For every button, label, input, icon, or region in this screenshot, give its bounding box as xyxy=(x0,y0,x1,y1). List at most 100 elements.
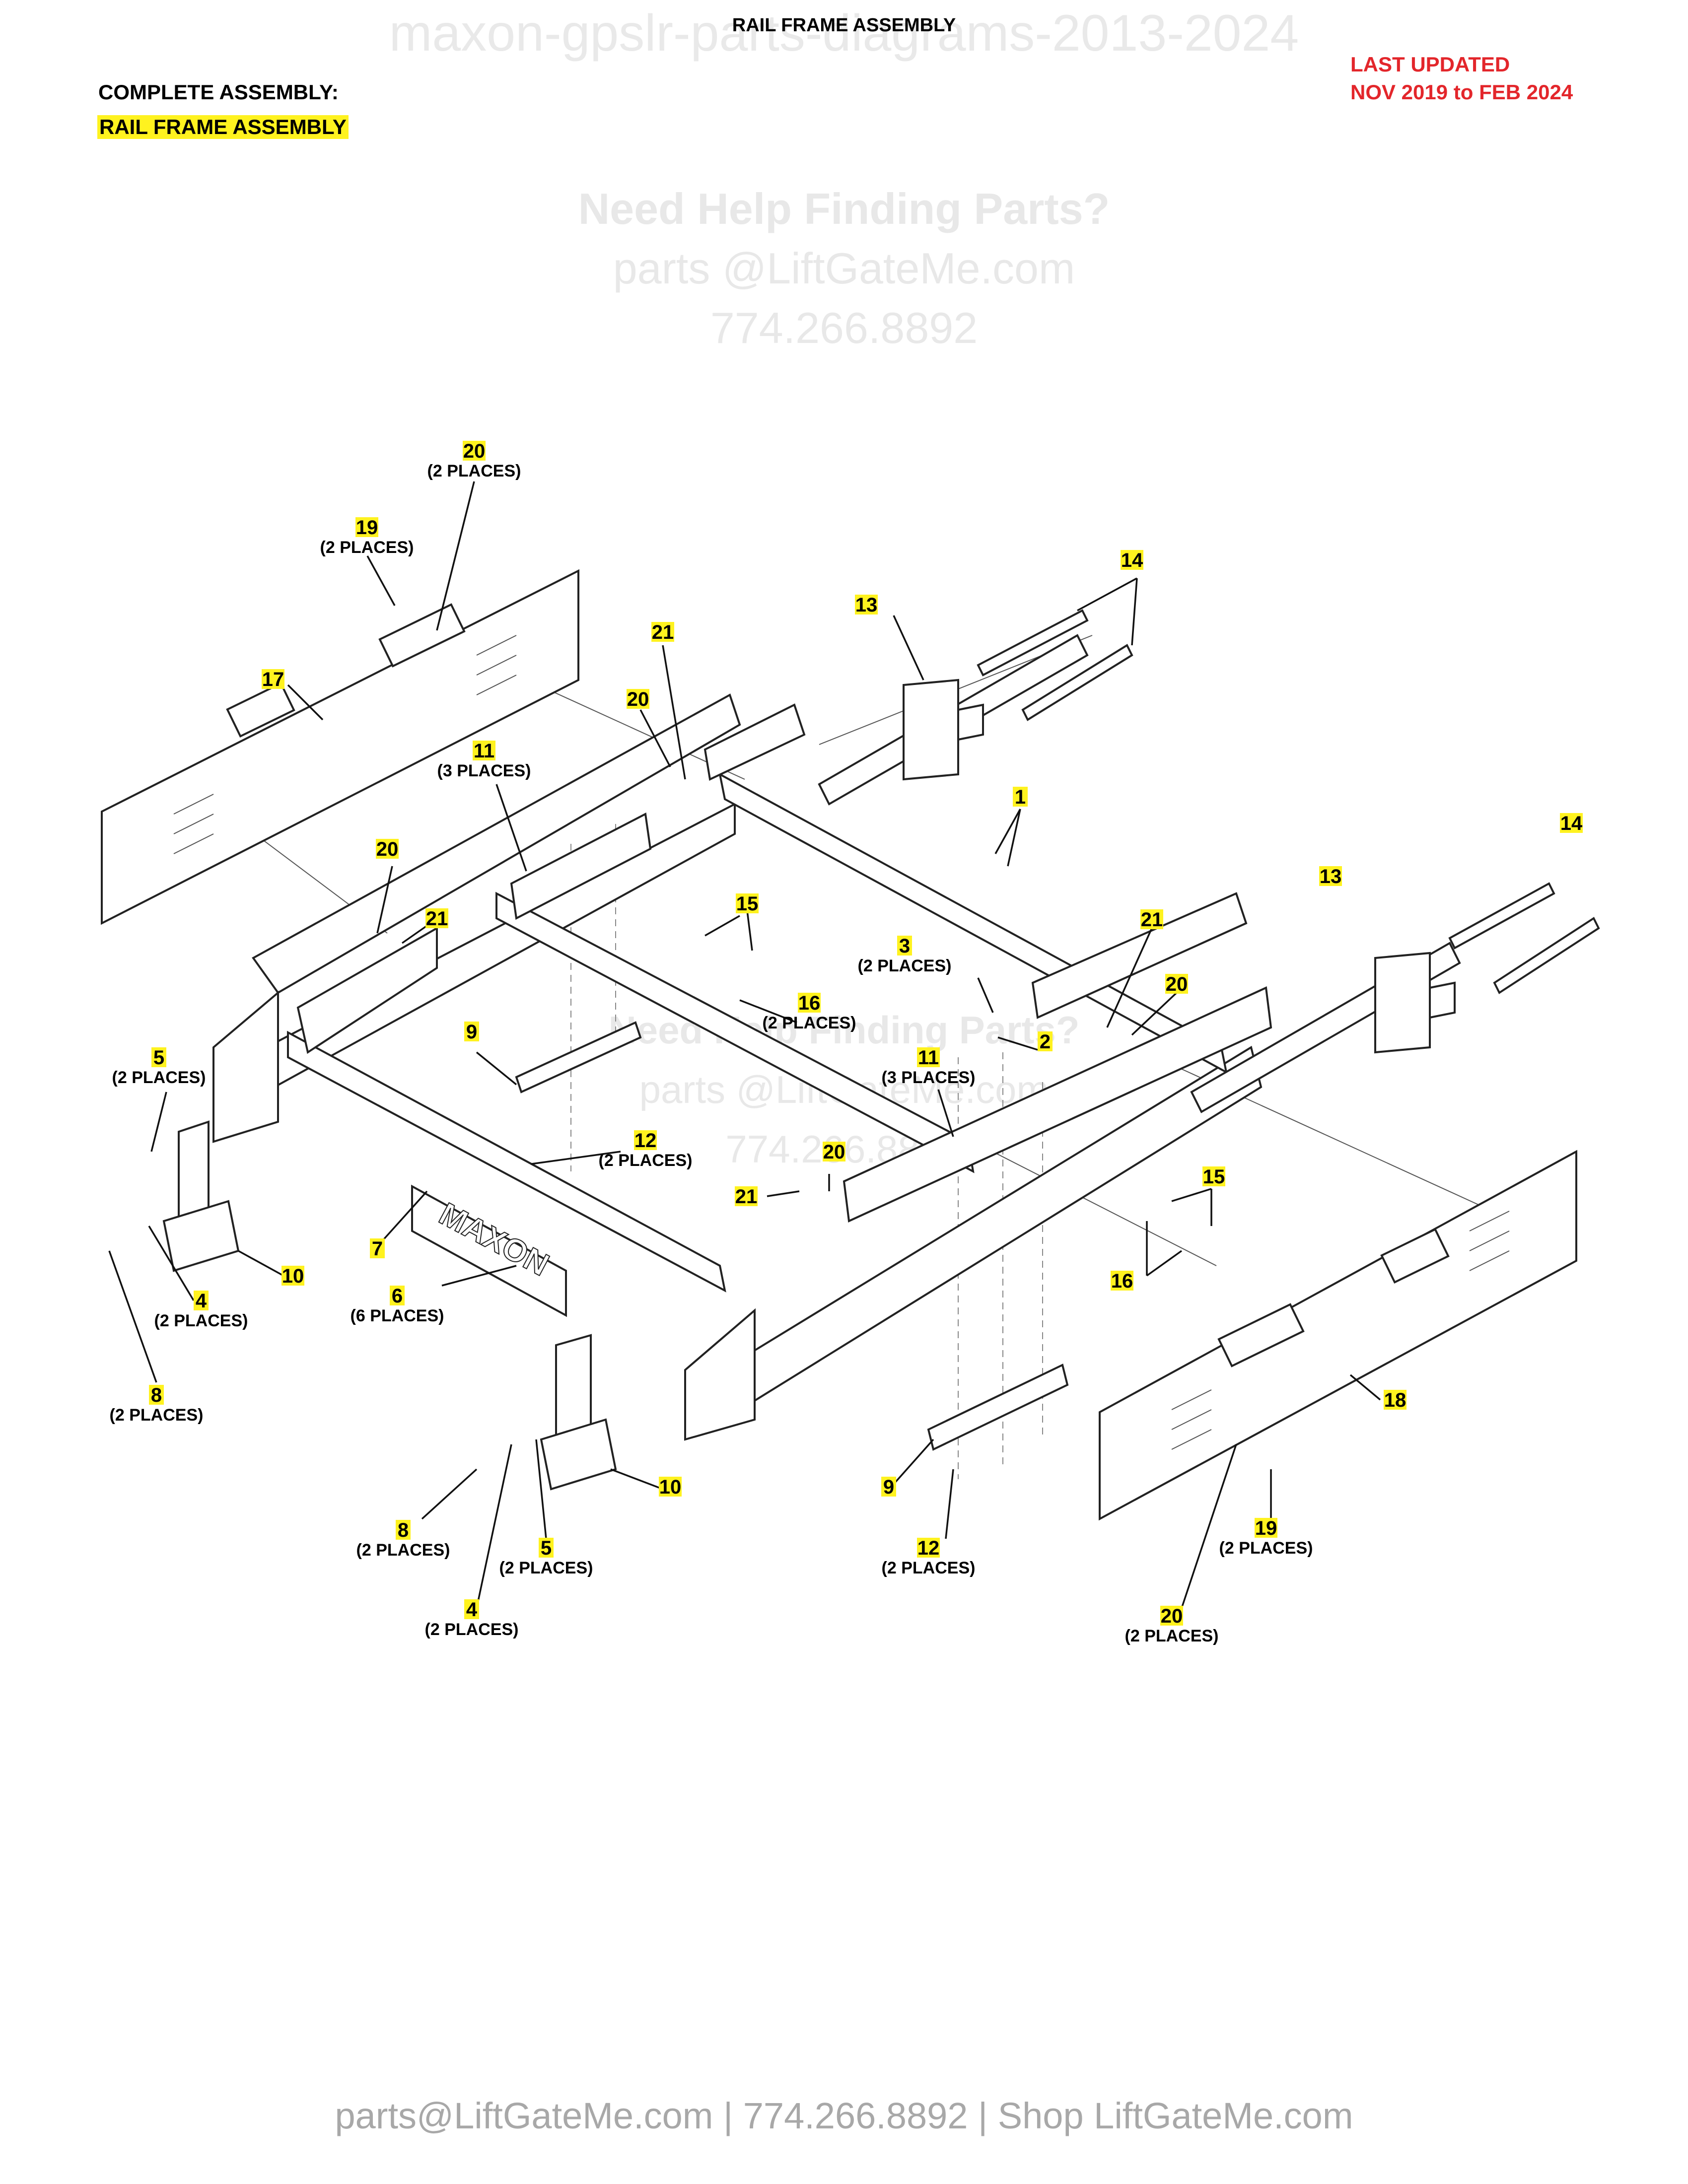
callout-qty: (2 PLACES) xyxy=(858,956,952,975)
callout-number: 4 xyxy=(466,1599,478,1621)
callout-6: 6 (6 PLACES) xyxy=(351,1285,444,1325)
callout-9-b: 9 xyxy=(881,1476,896,1498)
callout-9-a: 9 xyxy=(464,1021,479,1043)
callout-number: 20 xyxy=(376,838,399,860)
callout-11-b: 11 (3 PLACES) xyxy=(882,1047,976,1087)
callout-qty: (2 PLACES) xyxy=(154,1311,248,1330)
last-updated: LAST UPDATED NOV 2019 to FEB 2024 xyxy=(1350,51,1573,106)
callout-qty: (2 PLACES) xyxy=(499,1559,593,1577)
callout-21-d: 21 xyxy=(735,1186,758,1208)
callout-number: 10 xyxy=(659,1476,682,1498)
callout-qty: (3 PLACES) xyxy=(882,1068,976,1087)
callout-number: 21 xyxy=(652,621,674,643)
callout-15-b: 15 xyxy=(1202,1166,1225,1188)
callout-5-a: 5 (2 PLACES) xyxy=(112,1047,206,1087)
callout-number: 20 xyxy=(1161,1605,1183,1627)
callout-number: 16 xyxy=(1111,1270,1133,1292)
callout-7: 7 xyxy=(370,1238,385,1260)
callout-14-a: 14 xyxy=(1121,549,1143,571)
callout-10-a: 10 xyxy=(281,1265,304,1287)
callout-number: 13 xyxy=(1320,866,1342,887)
callout-number: 12 xyxy=(917,1537,940,1559)
callout-3: 3 (2 PLACES) xyxy=(858,935,952,975)
callout-number: 12 xyxy=(634,1130,657,1152)
leader-lines xyxy=(108,481,1381,1609)
callout-qty: (2 PLACES) xyxy=(425,1620,519,1639)
callout-qty: (3 PLACES) xyxy=(437,761,531,780)
callout-number: 19 xyxy=(1255,1517,1277,1539)
callout-qty: (2 PLACES) xyxy=(882,1559,976,1577)
last-updated-label: LAST UPDATED xyxy=(1350,53,1510,76)
callout-20-b: 20 xyxy=(376,838,399,860)
callout-21-c: 21 xyxy=(1140,909,1163,931)
callout-qty: (2 PLACES) xyxy=(356,1541,450,1560)
callout-number: 17 xyxy=(262,669,284,690)
callout-13-a: 13 xyxy=(855,594,878,616)
callout-number: 20 xyxy=(1166,973,1188,995)
part-13-tube-brackets xyxy=(903,679,1456,1054)
part-9-plates xyxy=(515,1021,1069,1451)
callout-number: 9 xyxy=(466,1021,477,1043)
callout-11-a: 11 (3 PLACES) xyxy=(437,740,531,780)
callout-number: 5 xyxy=(153,1047,164,1069)
callout-number: 7 xyxy=(372,1238,383,1260)
callout-number: 20 xyxy=(823,1141,845,1163)
callout-number: 2 xyxy=(1040,1031,1051,1053)
callout-number: 5 xyxy=(541,1537,552,1559)
main-rail-frame xyxy=(212,634,1461,1441)
callout-19-b: 19 (2 PLACES) xyxy=(1219,1517,1313,1558)
callout-19-top: 19 (2 PLACES) xyxy=(320,517,414,557)
callout-number: 14 xyxy=(1121,549,1143,571)
part-17-end-plate xyxy=(101,569,579,925)
callout-12-b: 12 (2 PLACES) xyxy=(882,1537,976,1577)
callout-14-b: 14 xyxy=(1560,813,1583,834)
callout-number: 14 xyxy=(1560,813,1583,834)
callout-qty: (2 PLACES) xyxy=(320,538,414,557)
page-title: RAIL FRAME ASSEMBLY xyxy=(732,15,956,36)
callout-8-b: 8 (2 PLACES) xyxy=(356,1519,450,1560)
footer-contact[interactable]: parts@LiftGateMe.com | 774.266.8892 | Sh… xyxy=(335,2095,1353,2136)
callout-20-a: 20 xyxy=(627,688,649,710)
part-10-legs xyxy=(162,1120,617,1491)
watermark-help-top: Need Help Finding Parts? xyxy=(578,184,1110,233)
callout-qty: (2 PLACES) xyxy=(599,1151,693,1170)
callout-number: 20 xyxy=(463,440,486,462)
callout-number: 11 xyxy=(474,740,494,762)
callout-number: 16 xyxy=(798,992,821,1014)
callout-17: 17 xyxy=(262,669,284,690)
part-14-pins xyxy=(977,609,1600,994)
callout-qty: (6 PLACES) xyxy=(351,1306,444,1325)
callout-qty: (2 PLACES) xyxy=(110,1406,204,1425)
callout-21-a: 21 xyxy=(651,621,674,643)
callout-number: 19 xyxy=(356,517,378,539)
callout-2: 2 xyxy=(1038,1031,1053,1053)
callout-21-b: 21 xyxy=(425,908,448,930)
callout-number: 13 xyxy=(855,594,878,616)
callout-12-a: 12 (2 PLACES) xyxy=(599,1130,693,1170)
callout-5-b: 5 (2 PLACES) xyxy=(499,1537,593,1577)
callout-1: 1 xyxy=(1013,786,1028,808)
callout-20-top: 20 (2 PLACES) xyxy=(427,440,521,480)
callout-20-bottom: 20 (2 PLACES) xyxy=(1125,1605,1219,1645)
callout-20-c: 20 xyxy=(1165,973,1188,995)
callout-number: 1 xyxy=(1015,786,1026,808)
callout-number: 4 xyxy=(196,1290,207,1312)
callout-18: 18 xyxy=(1384,1389,1407,1411)
callout-number: 6 xyxy=(392,1285,403,1307)
callout-number: 3 xyxy=(899,935,910,957)
callout-4-b: 4 (2 PLACES) xyxy=(425,1599,519,1639)
callout-number: 15 xyxy=(1203,1166,1225,1188)
callout-number: 18 xyxy=(1384,1389,1407,1411)
watermark-email-top: parts @LiftGateMe.com xyxy=(613,244,1075,293)
callout-number: 10 xyxy=(282,1265,304,1287)
callout-20-d: 20 xyxy=(823,1141,845,1163)
callouts: 20 (2 PLACES) 19 (2 PLACES) 17 21 20 11 … xyxy=(110,440,1583,1645)
callout-16-b: 16 xyxy=(1111,1270,1133,1292)
complete-assembly-link[interactable]: RAIL FRAME ASSEMBLY xyxy=(97,115,349,139)
callout-number: 21 xyxy=(1141,909,1163,931)
watermark-top: maxon-gpslr-parts-diagrams-2013-2024 xyxy=(389,4,1299,62)
part-18-end-plate xyxy=(1099,1150,1577,1521)
last-updated-range: NOV 2019 to FEB 2024 xyxy=(1350,80,1573,104)
callout-qty: (2 PLACES) xyxy=(1219,1539,1313,1558)
